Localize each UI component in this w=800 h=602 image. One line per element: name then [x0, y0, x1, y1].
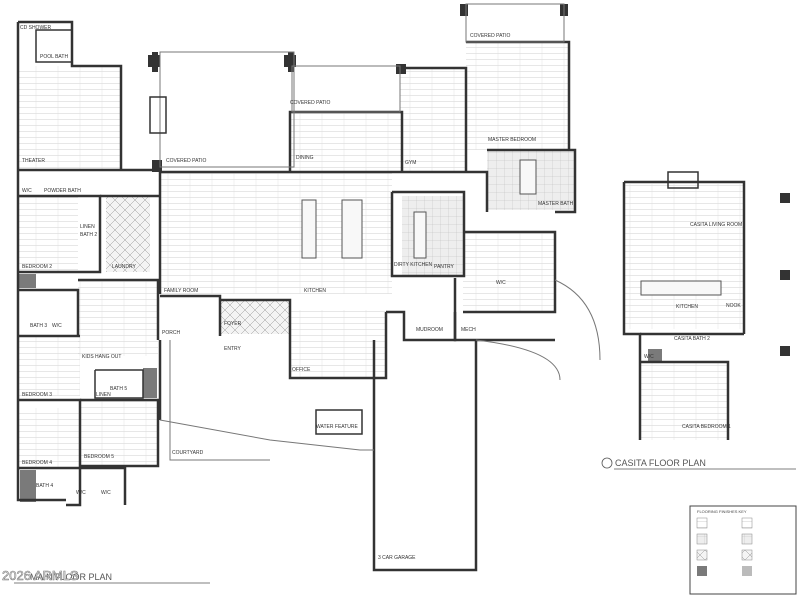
room-label-kitchen: KITCHEN [304, 288, 326, 294]
room-label-bedroom-3: BEDROOM 3 [22, 392, 52, 398]
room-label-bedroom-2: BEDROOM 2 [22, 264, 52, 270]
plan-titles: CASITA FLOOR PLAN MAIN FLOOR PLAN FLOORI… [14, 457, 796, 584]
casita-plan-title: CASITA FLOOR PLAN [615, 458, 706, 468]
floor-finishes [18, 42, 743, 502]
room-label-bath-4: BATH 4 [36, 483, 53, 489]
room-label-pantry: PANTRY [434, 264, 454, 270]
room-label-casita-bedroom: CASITA BEDROOM 1 [682, 424, 731, 430]
main-plan-title: MAIN FLOOR PLAN [30, 572, 112, 582]
walls-main-house [16, 20, 577, 572]
room-label-casita-bath-2: CASITA BATH 2 [674, 336, 710, 342]
room-labels: CD SHOWER POOL BATH THEATER W/C POWDER B… [20, 25, 742, 561]
room-label-dirty-kitchen: DIRTY KITCHEN [394, 262, 433, 268]
room-label-linen-2: LINEN [96, 392, 111, 398]
room-label-casita-living-room: CASITA LIVING ROOM [690, 222, 742, 228]
room-label-laundry: LAUNDRY [112, 264, 136, 270]
room-label-covered-patio-center: COVERED PATIO [290, 100, 330, 106]
room-label-water-feature: WATER FEATURE [316, 424, 359, 430]
room-label-nook: NOOK [726, 303, 741, 309]
room-label-wc: W/C [22, 188, 32, 194]
patio-columns [148, 4, 790, 356]
room-label-family-room: FAMILY ROOM [164, 288, 198, 294]
room-label-covered-patio-east: COVERED PATIO [470, 33, 510, 39]
watermark: 2026 ARMLS [2, 568, 79, 583]
room-label-bedroom-5: BEDROOM 5 [84, 454, 114, 460]
walls-casita [622, 171, 746, 440]
room-label-powder-bath: POWDER BATH [44, 188, 81, 194]
room-label-master-bath: MASTER BATH [538, 201, 574, 207]
room-label-mech: MECH [461, 327, 476, 333]
flooring-key [689, 505, 797, 595]
room-label-entry: ENTRY [224, 346, 242, 352]
room-label-garage: 3 CAR GARAGE [378, 555, 416, 561]
room-label-wc-4: W/C [101, 490, 111, 496]
room-label-bath-3: BATH 3 [30, 323, 47, 329]
room-label-porch: PORCH [162, 330, 180, 336]
room-label-casita-wc: W/C [644, 354, 654, 360]
room-label-bath-5: BATH 5 [110, 386, 127, 392]
room-label-bedroom-4: BEDROOM 4 [22, 460, 52, 466]
room-label-dining: DINING [296, 155, 314, 161]
room-label-courtyard: COURTYARD [172, 450, 204, 456]
room-label-bath-2: BATH 2 [80, 232, 97, 238]
room-label-office: OFFICE [292, 367, 311, 373]
room-label-master-bedroom: MASTER BEDROOM [488, 137, 536, 143]
room-label-mudroom: MUDROOM [416, 327, 443, 333]
flooring-key-title: FLOORING FINISHES KEY [697, 509, 747, 514]
room-label-cd-shower: CD SHOWER [20, 25, 52, 31]
kitchen-islands [301, 159, 722, 296]
room-label-master-wc: W/C [496, 280, 506, 286]
room-label-foyer: FOYER [224, 321, 242, 327]
room-label-linen: LINEN [80, 224, 95, 230]
room-label-wc-3: W/C [76, 490, 86, 496]
room-label-casita-kitchen: KITCHEN [676, 304, 698, 310]
room-label-theater: THEATER [22, 158, 45, 164]
room-label-kids-hang-out: KIDS HANG OUT [82, 354, 121, 360]
room-label-pool-bath: POOL BATH [40, 54, 68, 60]
room-label-wc-2: W/C [52, 323, 62, 329]
room-label-gym: GYM [405, 160, 416, 166]
room-label-covered-patio-west: COVERED PATIO [166, 158, 206, 164]
